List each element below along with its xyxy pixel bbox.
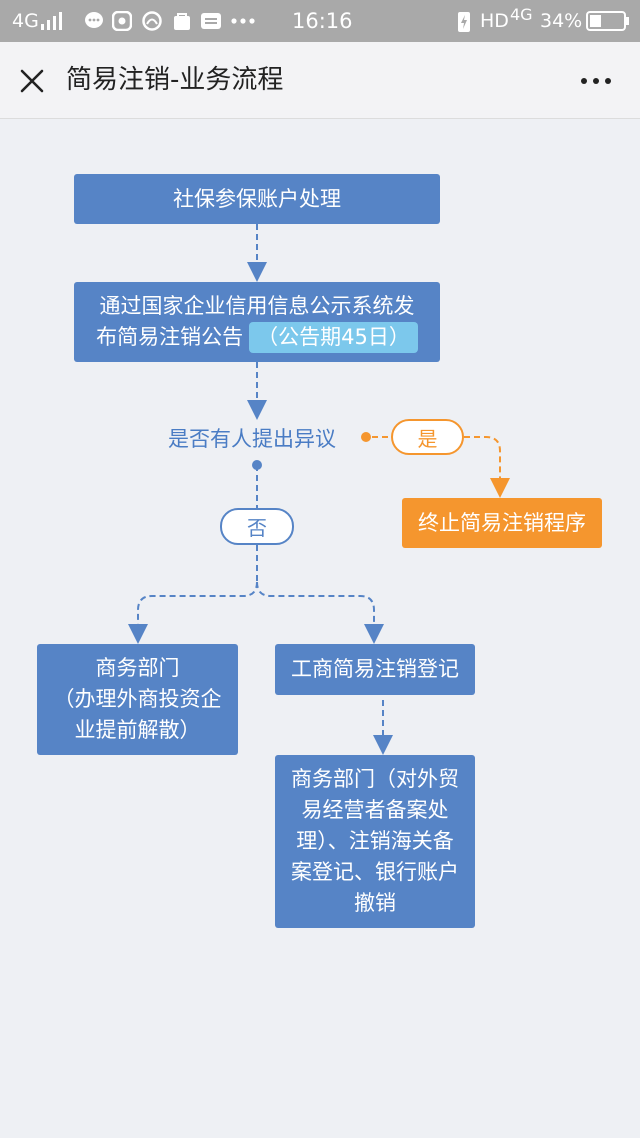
hd-indicator: HD (480, 10, 509, 32)
final-line3: 理）、注销海关备 (296, 829, 454, 853)
network-type-right: 4G (510, 5, 533, 24)
page-title: 简易注销-业务流程 (66, 65, 284, 95)
status-bar: 4G 16:16 HD 4G 34% (0, 0, 640, 42)
decision-no-dot (252, 460, 262, 470)
commerce-line2: （办理外商投资企 (53, 687, 222, 711)
charging-icon (458, 12, 470, 32)
app-icon-2 (142, 11, 162, 31)
notice-period-badge: （公告期45日） (249, 322, 418, 353)
decision-objection: 是否有人提出异议 (168, 427, 336, 451)
step-social-insurance: 社保参保账户处理 (74, 174, 440, 224)
final-line4: 案登记、银行账户 (291, 860, 459, 884)
step-terminate: 终止简易注销程序 (402, 498, 602, 548)
connector-to-registration (256, 581, 384, 644)
step-terminate-label: 终止简易注销程序 (418, 510, 586, 535)
app-icon-1 (112, 11, 132, 31)
battery-percent: 34% (540, 10, 583, 32)
commerce-line3: 业提前解散） (74, 718, 201, 742)
step-publish-notice-line2: 布简易注销公告 (96, 325, 244, 349)
step-registration-label: 工商简易注销登记 (291, 657, 459, 681)
bag-icon (174, 13, 190, 30)
final-line2: 易经营者备案处 (301, 798, 449, 822)
final-line5: 撤销 (354, 891, 396, 915)
nav-bar: 简易注销-业务流程 (0, 42, 640, 119)
signal-icon (41, 12, 62, 30)
more-notifications-icon (231, 18, 255, 24)
news-app-icon (201, 13, 221, 29)
commerce-line1: 商务部门 (95, 656, 180, 680)
chat-icon (85, 12, 103, 28)
step-commerce-dissolution: 商务部门 （办理外商投资企 业提前解散） (37, 644, 238, 755)
connector-to-commerce (128, 581, 258, 644)
step-final-cancellation: 商务部门（对外贸 易经营者备案处 理）、注销海关备 案登记、银行账户 撤销 (275, 755, 475, 928)
step-publish-notice: 通过国家企业信用信息公示系统发 布简易注销公告（公告期45日） (74, 282, 440, 362)
step-social-insurance-label: 社保参保账户处理 (173, 186, 341, 211)
decision-yes-dot (361, 432, 371, 442)
connector-yes-terminate (464, 436, 510, 498)
step-registration: 工商简易注销登记 (275, 644, 475, 695)
network-type-left: 4G (12, 10, 39, 32)
step-publish-notice-line1: 通过国家企业信用信息公示系统发 (99, 294, 415, 318)
no-label: 否 (220, 508, 294, 545)
close-icon[interactable] (14, 63, 50, 99)
battery-icon (586, 11, 629, 31)
yes-label: 是 (391, 419, 464, 455)
clock: 16:16 (292, 9, 353, 33)
more-options-icon[interactable] (576, 68, 616, 94)
final-line1: 商务部门（对外贸 (291, 767, 459, 791)
